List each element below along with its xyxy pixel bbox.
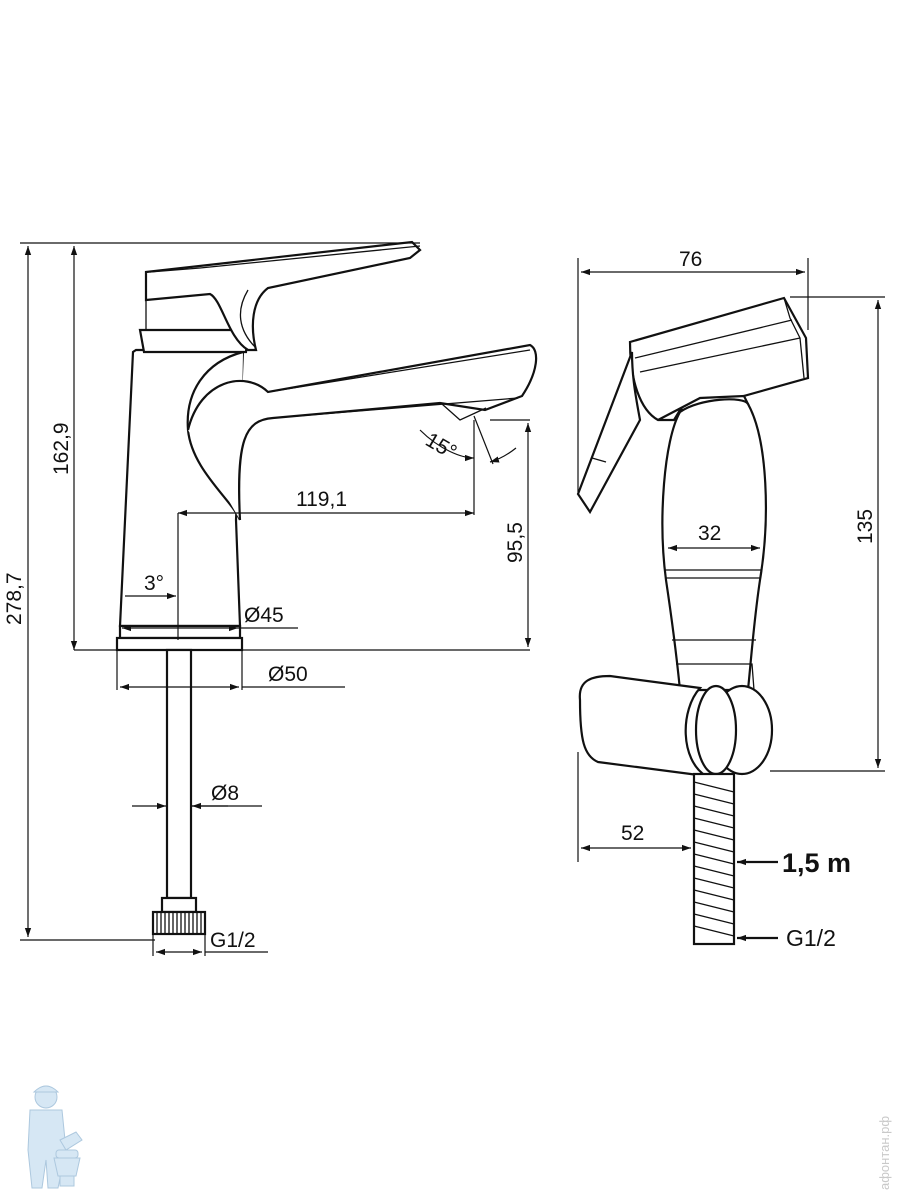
label-base-top: Ø45 (244, 604, 284, 627)
label-spout-reach: 119,1 (296, 488, 347, 511)
hygienic-shower-view: 76 135 32 52 1,5 m G1/2 (576, 248, 885, 951)
label-overall-height: 278,7 (3, 572, 26, 625)
shower-handle-base (672, 639, 756, 691)
label-taper-angle: 3° (144, 572, 164, 595)
dim-spout-height: 95,5 (490, 419, 532, 647)
flexible-hose (692, 772, 736, 946)
dim-sprayer-width: 76 (577, 248, 809, 492)
dim-body-height: 162,9 (50, 246, 530, 651)
callout-hose-length: 1,5 m (737, 848, 851, 878)
wall-holder (578, 674, 707, 778)
label-handle-diameter: 32 (698, 522, 721, 545)
label-spout-height: 95,5 (504, 522, 527, 563)
dim-holder-depth: 52 (577, 752, 691, 862)
dim-sprayer-height: 135 (770, 296, 885, 772)
label-sprayer-width: 76 (679, 248, 702, 271)
faucet-lever-curve (239, 289, 257, 349)
faucet-cap (138, 328, 250, 354)
label-base-bottom: Ø50 (268, 663, 308, 686)
label-holder-depth: 52 (621, 822, 644, 845)
dim-handle-diameter: 32 (668, 522, 760, 552)
shower-head-face (783, 297, 805, 379)
dim-spout-angle: 15° (419, 415, 517, 465)
faucet-side-view: 278,7 162,9 95,5 119,1 15° (3, 240, 538, 956)
faucet-aerator (441, 403, 487, 421)
label-thread-right: G1/2 (786, 925, 836, 951)
dim-taper-angle: 3° (125, 572, 176, 600)
faucet-base-ring-bottom (115, 636, 244, 652)
shower-head-stripe (634, 319, 801, 373)
dim-overall-height: 278,7 (3, 242, 420, 941)
wall-holder-ring-inner (694, 684, 738, 776)
shower-handle (661, 398, 767, 692)
dim-spout-reach: 119,1 (177, 420, 475, 640)
label-spout-angle: 15° (422, 428, 461, 464)
supply-hose (165, 648, 193, 900)
faucet-spout (186, 343, 538, 521)
label-thread-left: G1/2 (210, 929, 256, 952)
dim-thread-left: G1/2 (152, 929, 268, 956)
label-sprayer-height: 135 (854, 509, 877, 544)
label-hose-diameter: Ø8 (211, 782, 239, 805)
supply-hose-nut-neck (160, 896, 198, 914)
callout-thread-right: G1/2 (737, 925, 836, 951)
label-body-height: 162,9 (50, 422, 73, 475)
dim-hose-diameter: Ø8 (132, 782, 262, 810)
dim-base-bottom: Ø50 (116, 650, 345, 691)
label-hose-length: 1,5 m (782, 848, 851, 878)
faucet-lever-top (145, 245, 421, 330)
shower-trigger (576, 351, 642, 515)
faucet-spout-inner (267, 349, 531, 419)
faucet-lever (144, 240, 422, 352)
supply-hose-thread (151, 910, 207, 936)
watermark-text: афонтан.рф (877, 1116, 892, 1190)
dim-base-top: Ø45 (122, 604, 298, 632)
thread-hatching (156, 912, 202, 934)
plumber-mascot-icon (27, 1085, 83, 1189)
